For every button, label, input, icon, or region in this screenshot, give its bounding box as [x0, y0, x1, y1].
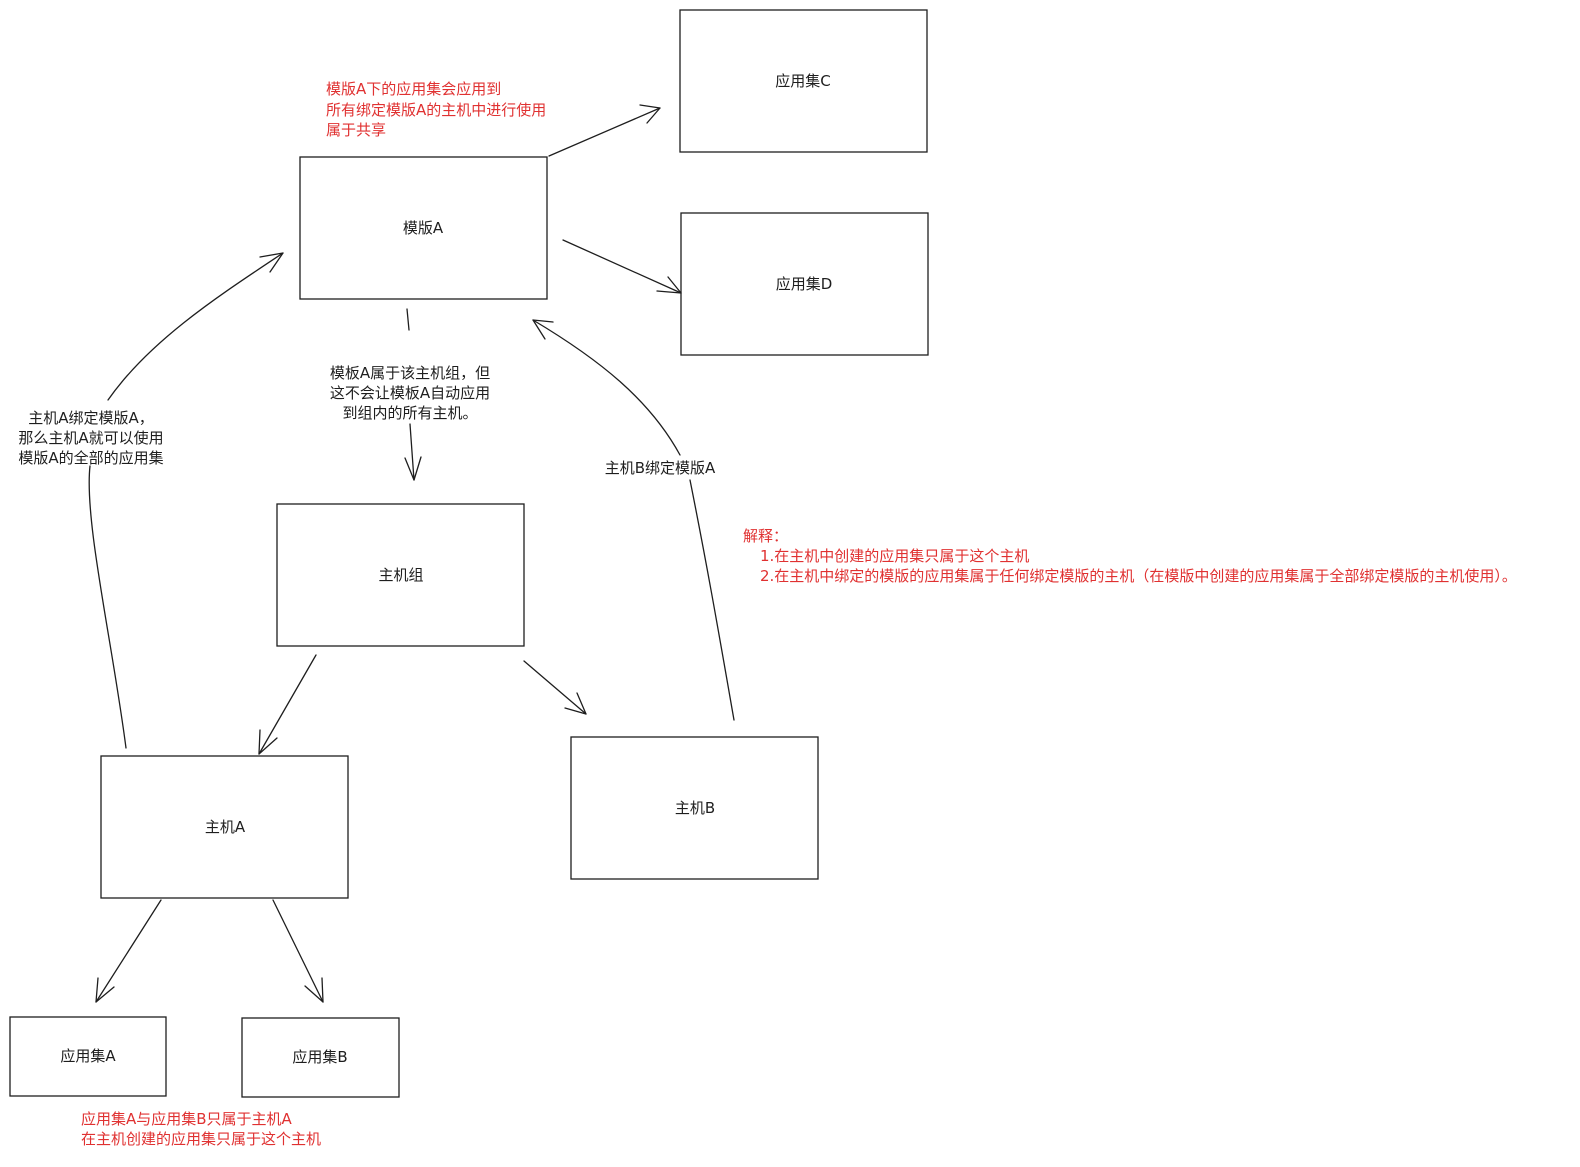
arrow-host-group-to-host-a [258, 654, 317, 755]
node-host-a: 主机A [100, 755, 349, 899]
note-host-b-bind-line-1: 主机B绑定模版A [605, 459, 716, 477]
node-app-set-c: 应用集C [679, 9, 928, 153]
note-host-b-bind: 主机B绑定模版A [605, 459, 716, 477]
note-template-shared-line-3: 属于共享 [326, 121, 386, 139]
note-explanation-title: 解释： [743, 527, 788, 545]
note-explanation-line-1: 1.在主机中创建的应用集只属于这个主机 [760, 547, 1029, 565]
note-explanation-line-2: 2.在主机中绑定的模版的应用集属于任何绑定模版的主机（在模版中创建的应用集属于全… [760, 567, 1517, 585]
note-host-a-bind-line-1: 主机A绑定模版A， [28, 409, 154, 427]
note-template-group-line-1: 模板A属于该主机组，但 [330, 364, 490, 382]
node-app-set-c-label: 应用集C [775, 72, 830, 90]
note-host-a-bind-line-3: 模版A的全部的应用集 [18, 449, 163, 467]
note-host-a-bind: 主机A绑定模版A， 那么主机A就可以使用 模版A的全部的应用集 [18, 409, 163, 467]
note-app-sets-line-1: 应用集A与应用集B只属于主机A [81, 1110, 293, 1128]
note-host-a-bind-line-2: 那么主机A就可以使用 [18, 429, 163, 447]
arrow-host-b-to-template [532, 319, 735, 721]
arrow-host-group-to-host-b [523, 660, 587, 715]
note-app-sets: 应用集A与应用集B只属于主机A 在主机创建的应用集只属于这个主机 [81, 1110, 321, 1148]
node-app-set-a-label: 应用集A [60, 1047, 116, 1065]
note-template-group-line-2: 这不会让模板A自动应用 [330, 384, 490, 402]
note-app-sets-line-2: 在主机创建的应用集只属于这个主机 [81, 1130, 321, 1148]
node-app-set-d-label: 应用集D [776, 275, 833, 293]
arrow-host-a-to-app-set-b [272, 899, 324, 1003]
node-template-a-label: 模版A [403, 219, 444, 237]
note-template-group: 模板A属于该主机组，但 这不会让模板A自动应用 到组内的所有主机。 [330, 364, 490, 422]
note-template-shared-line-2: 所有绑定模版A的主机中进行使用 [326, 101, 546, 119]
note-template-group-line-3: 到组内的所有主机。 [342, 404, 477, 422]
node-app-set-d: 应用集D [680, 212, 929, 356]
note-template-shared-line-1: 模版A下的应用集会应用到 [326, 80, 501, 98]
arrow-host-a-to-app-set-a [95, 899, 162, 1003]
node-host-b: 主机B [570, 736, 819, 880]
arrow-template-to-app-set-c [548, 104, 661, 157]
arrow-template-to-app-set-d [562, 239, 682, 294]
arrow-host-a-to-template [88, 252, 284, 749]
node-app-set-b-label: 应用集B [292, 1048, 347, 1066]
arrow-template-to-host-group [404, 308, 422, 481]
node-template-a: 模版A [299, 156, 548, 300]
node-host-group-label: 主机组 [378, 566, 423, 584]
node-host-group: 主机组 [276, 503, 525, 647]
note-template-shared: 模版A下的应用集会应用到 所有绑定模版A的主机中进行使用 属于共享 [326, 80, 546, 139]
node-host-a-label: 主机A [205, 818, 246, 836]
node-host-b-label: 主机B [675, 799, 715, 817]
node-app-set-b: 应用集B [241, 1017, 400, 1098]
node-app-set-a: 应用集A [9, 1016, 167, 1097]
note-explanation: 解释： 1.在主机中创建的应用集只属于这个主机 2.在主机中绑定的模版的应用集属… [743, 527, 1517, 585]
